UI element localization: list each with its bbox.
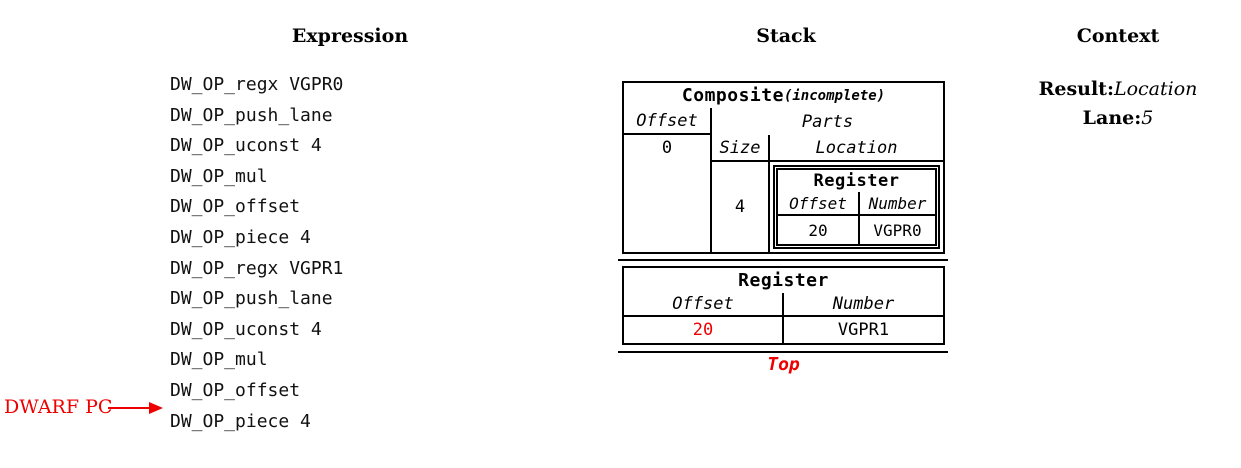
part-location-header: Location (770, 135, 943, 162)
register-header-row: Offset Number (624, 293, 943, 317)
nested-register-table: Register Offset Number 20 VGPR0 (773, 165, 940, 249)
composite-body: Offset 0 Parts Size 4 Location Re (624, 108, 943, 252)
expression-item: DW_OP_piece 4 (170, 226, 311, 248)
expression-item: DW_OP_mul (170, 349, 268, 371)
nested-register-offset-header: Offset (778, 192, 860, 214)
nested-register-offset-value: 20 (778, 216, 860, 244)
part-location-column: Location Register Offset Number 20 (770, 135, 943, 252)
expression-item: DW_OP_push_lane (170, 104, 333, 126)
part-size-header: Size (712, 135, 768, 162)
context-result-line: Result:Location (1008, 78, 1228, 100)
expression-item: DW_OP_piece 4 (170, 410, 311, 432)
stack-top-label: Top (767, 354, 800, 375)
register-number-value: VGPR1 (837, 320, 890, 340)
composite-title: Composite(incomplete) (624, 83, 943, 108)
stack-entry-composite: Composite(incomplete) Offset 0 Parts Siz… (622, 81, 945, 254)
expression-column-header: Expression (291, 25, 409, 47)
register-value-row: 20 VGPR1 (624, 317, 943, 343)
composite-offset-header: Offset (624, 108, 710, 135)
nested-register-header-row: Offset Number (778, 192, 935, 216)
composite-title-text: Composite (681, 85, 784, 106)
stack-entry-separator (618, 259, 948, 261)
dwarf-pc-label: DWARF PC (4, 396, 113, 418)
part-location-cell: Register Offset Number 20 VGPR0 (770, 162, 943, 252)
expression-item: DW_OP_uconst 4 (170, 135, 322, 157)
expression-item: DW_OP_uconst 4 (170, 318, 322, 340)
composite-offset-column: Offset 0 (624, 108, 712, 252)
dwarf-pc-arrowhead-icon (149, 402, 163, 414)
stack-entry-register: Register Offset Number 20 VGPR1 (622, 266, 945, 345)
context-result-value: Location (1113, 78, 1198, 100)
context-lane-label: Lane: (1082, 107, 1142, 129)
register-title: Register (738, 270, 829, 291)
expression-list: DW_OP_regx VGPR0 DW_OP_push_lane DW_OP_u… (170, 70, 343, 437)
register-offset-value: 20 (624, 317, 784, 343)
context-result-label: Result: (1038, 78, 1114, 100)
stack-column-header: Stack (756, 25, 816, 47)
context-lane-value: 5 (1141, 107, 1154, 129)
expression-item: DW_OP_offset (170, 379, 301, 401)
context-column-header: Context (1076, 25, 1160, 47)
register-offset-header: Offset (624, 293, 784, 315)
composite-parts-body: Size 4 Location Register Offset Number (712, 135, 943, 252)
composite-parts-column: Parts Size 4 Location Register (712, 108, 943, 252)
expression-item: DW_OP_push_lane (170, 288, 333, 310)
composite-offset-value: 0 (661, 137, 673, 158)
register-number-header: Number (832, 294, 895, 314)
part-size-column: Size 4 (712, 135, 770, 252)
expression-item: DW_OP_regx VGPR0 (170, 74, 344, 95)
nested-register-number-header: Number (868, 193, 927, 213)
expression-item: DW_OP_mul (170, 165, 268, 187)
expression-item: DW_OP_offset (170, 196, 301, 218)
nested-register-value-row: 20 VGPR0 (778, 216, 935, 244)
nested-register-title: Register (813, 171, 900, 191)
nested-register-number-value: VGPR0 (873, 220, 922, 240)
part-size-value: 4 (734, 197, 746, 217)
dwarf-pc-arrow (108, 407, 150, 409)
composite-incomplete-qualifier: (incomplete) (783, 87, 886, 104)
expression-item: DW_OP_regx VGPR1 (170, 257, 344, 279)
stack-top-separator (618, 351, 948, 353)
context-lane-line: Lane:5 (1008, 107, 1228, 129)
composite-parts-header: Parts (801, 111, 854, 132)
